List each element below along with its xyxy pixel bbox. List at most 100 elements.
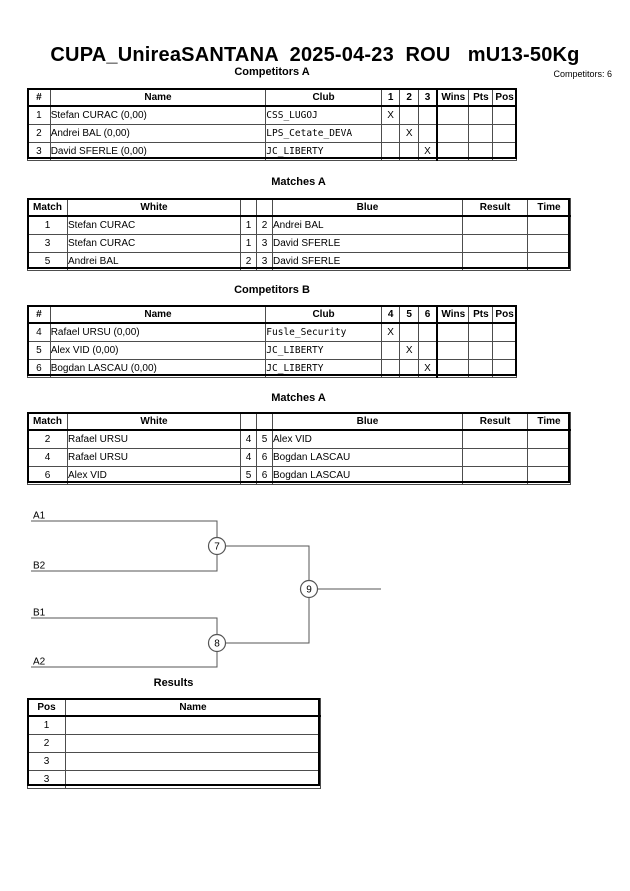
cell-opp-4 bbox=[380, 359, 401, 378]
cell-name: Bogdan LASCAU (0,00) bbox=[49, 359, 267, 378]
bracket-seed-label-a2: A2 bbox=[33, 657, 46, 668]
cell-pos: 2 bbox=[27, 734, 66, 753]
col-opp-3: 3 bbox=[417, 88, 438, 107]
cell-opp-3 bbox=[417, 105, 438, 125]
cell-opp-6 bbox=[417, 322, 438, 342]
cell-pos bbox=[492, 142, 517, 161]
cell-pts bbox=[468, 322, 494, 342]
cell-club: Fusle_Security bbox=[265, 322, 382, 342]
cell-blue: Bogdan LASCAU bbox=[272, 466, 463, 485]
cell-opp-6: X bbox=[417, 359, 438, 378]
cell-blue: Bogdan LASCAU bbox=[272, 448, 463, 467]
col-time: Time bbox=[527, 412, 571, 431]
table-row: 5 Alex VID (0,00) JC_LIBERTY X bbox=[27, 341, 517, 360]
cell-pts bbox=[468, 142, 494, 161]
cell-name bbox=[65, 734, 321, 753]
bracket-node-circle-8 bbox=[207, 633, 227, 653]
table-row: 1 Stefan CURAC (0,00) CSS_LUGOJ X bbox=[27, 105, 517, 125]
cell-white: Stefan CURAC bbox=[67, 215, 241, 235]
col-club: Club bbox=[265, 88, 382, 107]
cell-time bbox=[527, 466, 571, 485]
cell-num: 3 bbox=[27, 142, 51, 161]
cell-pos: 1 bbox=[27, 715, 66, 735]
competitors-a-table: # Name Club 1 2 3 Wins Pts Pos 1 Stefan … bbox=[27, 88, 517, 161]
heading-matches-a: Matches A bbox=[271, 176, 326, 188]
col-time: Time bbox=[527, 198, 571, 217]
bracket-line-b2 bbox=[31, 552, 218, 572]
col-blue-num bbox=[256, 412, 273, 431]
cell-white-num: 4 bbox=[240, 448, 257, 467]
table-row: 2 Andrei BAL (0,00) LPS_Cetate_DEVA X bbox=[27, 124, 517, 143]
cell-opp-5 bbox=[399, 322, 419, 342]
cell-pos: 3 bbox=[27, 752, 66, 771]
col-name: Name bbox=[49, 88, 267, 107]
cell-white-num: 5 bbox=[240, 466, 257, 485]
col-opp-4: 4 bbox=[380, 305, 401, 324]
cell-white: Rafael URSU bbox=[67, 448, 241, 467]
cell-num: 6 bbox=[27, 359, 51, 378]
cell-name bbox=[65, 752, 321, 771]
competitors-b-table: # Name Club 4 5 6 Wins Pts Pos 4 Rafael … bbox=[27, 305, 517, 378]
cell-result bbox=[462, 234, 528, 253]
col-white: White bbox=[67, 412, 241, 431]
cell-wins bbox=[436, 322, 470, 342]
col-opp-1: 1 bbox=[380, 88, 401, 107]
cell-opp-4 bbox=[380, 341, 401, 360]
col-name: Name bbox=[65, 698, 321, 717]
bracket-seed-label-b1: B1 bbox=[33, 608, 46, 619]
bracket-line-a1 bbox=[31, 520, 218, 540]
cell-match: 3 bbox=[27, 234, 68, 253]
cell-result bbox=[462, 466, 528, 485]
col-num: # bbox=[27, 305, 51, 324]
cell-blue: Alex VID bbox=[272, 429, 463, 449]
cell-name: Stefan CURAC (0,00) bbox=[49, 105, 267, 125]
table-header-row: # Name Club 1 2 3 Wins Pts Pos bbox=[27, 88, 517, 107]
table-row: 4 Rafael URSU 4 6 Bogdan LASCAU bbox=[27, 448, 571, 467]
bracket-seed-label-a1: A1 bbox=[33, 511, 46, 522]
cell-match: 4 bbox=[27, 448, 68, 467]
table-row: 3 bbox=[27, 770, 321, 789]
bracket-node-label-9: 9 bbox=[306, 585, 312, 596]
cell-club: CSS_LUGOJ bbox=[265, 105, 382, 125]
cell-white-num: 4 bbox=[240, 429, 257, 449]
table-header-row: # Name Club 4 5 6 Wins Pts Pos bbox=[27, 305, 517, 324]
col-wins: Wins bbox=[436, 88, 470, 107]
cell-pos bbox=[492, 322, 517, 342]
cell-name bbox=[65, 715, 321, 735]
col-result: Result bbox=[462, 412, 528, 431]
bracket-node-label-8: 8 bbox=[214, 639, 220, 650]
matches-b-table: Match White Blue Result Time 2 Rafael UR… bbox=[27, 412, 571, 485]
col-result: Result bbox=[462, 198, 528, 217]
cell-result bbox=[462, 448, 528, 467]
cell-wins bbox=[436, 124, 470, 143]
cell-blue-num: 2 bbox=[256, 215, 273, 235]
bracket-seed-labels: A1 B2 B1 A2 bbox=[33, 511, 46, 668]
cell-opp-1 bbox=[380, 142, 401, 161]
cell-wins bbox=[436, 359, 470, 378]
cell-opp-1: X bbox=[380, 105, 401, 125]
col-match: Match bbox=[27, 198, 68, 217]
cell-pts bbox=[468, 359, 494, 378]
cell-blue: Andrei BAL bbox=[272, 215, 463, 235]
results-table: Pos Name 1 2 3 3 bbox=[27, 698, 321, 789]
table-row: 5 Andrei BAL 2 3 David SFERLE bbox=[27, 252, 571, 271]
col-pos: Pos bbox=[492, 305, 517, 324]
cell-opp-6 bbox=[417, 341, 438, 360]
cell-num: 2 bbox=[27, 124, 51, 143]
table-row: 6 Alex VID 5 6 Bogdan LASCAU bbox=[27, 466, 571, 485]
cell-opp-2 bbox=[399, 142, 419, 161]
cell-blue-num: 3 bbox=[256, 234, 273, 253]
cell-opp-2: X bbox=[399, 124, 419, 143]
col-blue: Blue bbox=[272, 198, 463, 217]
table-row: 4 Rafael URSU (0,00) Fusle_Security X bbox=[27, 322, 517, 342]
cell-pts bbox=[468, 341, 494, 360]
bracket-node-circle-9 bbox=[299, 579, 319, 599]
cell-blue-num: 3 bbox=[256, 252, 273, 271]
cell-blue-num: 6 bbox=[256, 466, 273, 485]
cell-time bbox=[527, 429, 571, 449]
cell-club: JC_LIBERTY bbox=[265, 359, 382, 378]
table-header-row: Match White Blue Result Time bbox=[27, 198, 571, 217]
cell-opp-3 bbox=[417, 124, 438, 143]
cell-name: David SFERLE (0,00) bbox=[49, 142, 267, 161]
cell-match: 1 bbox=[27, 215, 68, 235]
